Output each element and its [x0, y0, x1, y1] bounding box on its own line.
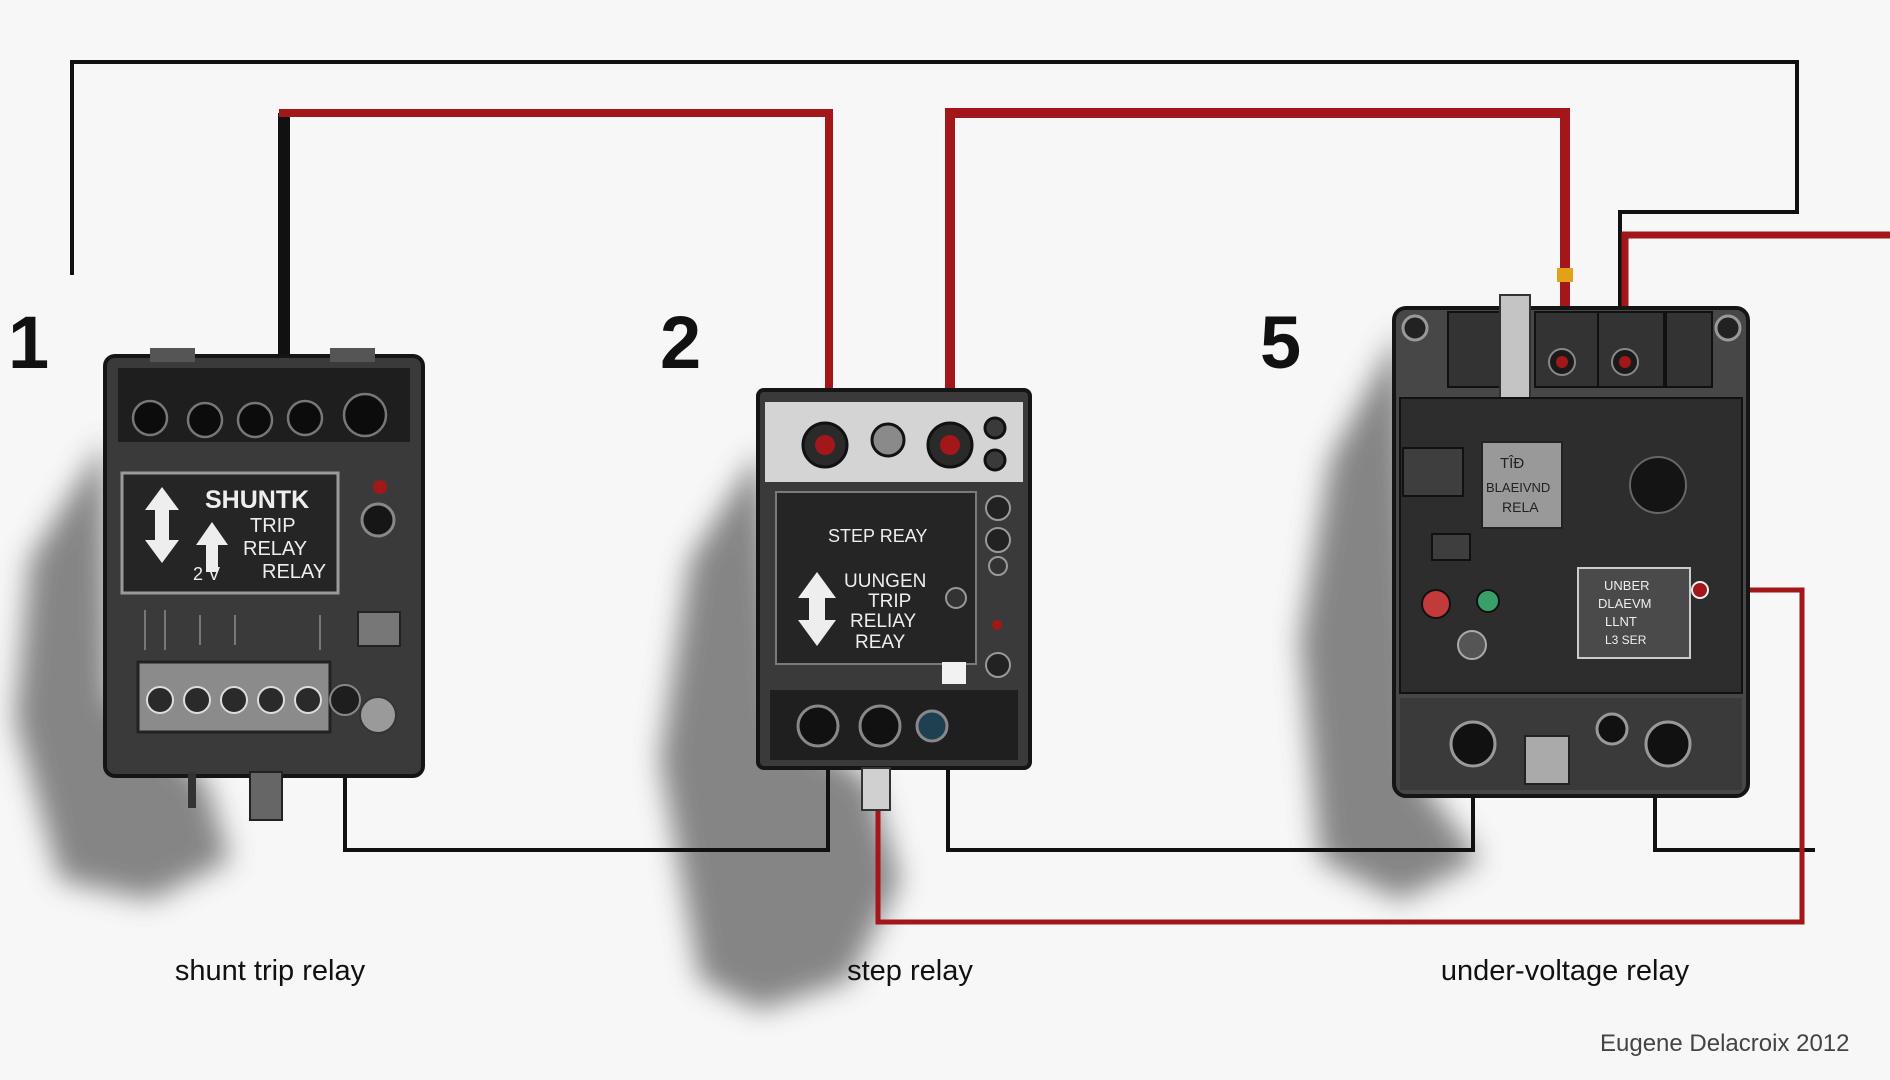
relay-2-indicator-window: [942, 662, 966, 684]
signature: Eugene Delacroix 2012: [1600, 1030, 1850, 1057]
caption-shunt-trip-relay: shunt trip relay: [174, 955, 366, 987]
relay-2-label-line2: TRIP: [868, 591, 911, 612]
terminal-screw: [257, 686, 285, 714]
relay-2-header: STEP REAY: [828, 526, 927, 546]
terminal-screw: [186, 401, 224, 439]
indicator-knob: [360, 502, 396, 538]
side-knob: [985, 527, 1011, 553]
relay-1-small-module: [357, 611, 401, 647]
mounting-hole: [1401, 314, 1429, 342]
label-number-5: 5: [1260, 301, 1302, 384]
side-knob: [945, 587, 967, 609]
terminal-screw: [146, 686, 174, 714]
terminal-screw: [858, 704, 902, 748]
red-button: [1421, 589, 1451, 619]
terminal-screw: [870, 422, 906, 458]
red-wire-2-3: [945, 108, 1570, 445]
relay-1-bottom-tab: [249, 771, 283, 821]
red-wires: [279, 108, 1890, 925]
terminal-screw: [286, 399, 324, 437]
double-arrow-icon: [145, 487, 179, 563]
relay-2-label-line3: RELIAY: [850, 611, 917, 632]
relay-3-box-line2: DLAEVM: [1598, 596, 1651, 611]
label-number-1: 1: [8, 301, 50, 384]
relay-3-component: [1402, 447, 1464, 497]
caption-step-relay: step relay: [847, 955, 973, 987]
relay-3-capacitor: [1629, 456, 1687, 514]
relay-1-label-small: 2 V: [193, 564, 220, 584]
terminal-screw: [131, 399, 169, 437]
relay-3-chip-line1: TÎÐ: [1500, 455, 1524, 472]
terminal-screw: [915, 709, 949, 743]
relay-1-device: SHUNTK TRIP RELAY RELAY 2 V: [103, 348, 425, 821]
terminal-screw: [236, 401, 274, 439]
relay-1-label-line1: SHUNTK: [205, 486, 309, 514]
yellow-wire-marker: [1557, 268, 1573, 282]
terminal-screw: [983, 416, 1007, 440]
relay-3-chip-line3: RELA: [1502, 499, 1539, 515]
red-terminal: [1691, 581, 1709, 599]
black-wire-top-loop: [70, 60, 1799, 365]
terminal-screw: [294, 686, 322, 714]
relay-1-label-line4: RELAY: [262, 561, 326, 583]
red-indicator: [373, 480, 387, 494]
terminal-screw: [183, 686, 211, 714]
relay-3-box-line4: L3 SER: [1605, 633, 1647, 647]
relay-1-bottom-pin: [188, 772, 196, 808]
red-wire-bottom-loop: [875, 587, 1805, 925]
terminal-screw: [1595, 712, 1629, 746]
green-button: [1476, 589, 1500, 613]
terminal-screw: [329, 684, 361, 716]
adjust-knob: [1457, 630, 1487, 660]
relay-1-label-line2: TRIP: [250, 515, 296, 537]
relay-2-bottom-tab: [861, 767, 891, 811]
relay-2-label-line1: UUNGEN: [844, 571, 926, 592]
up-arrow-icon: [196, 522, 228, 572]
red-indicator: [992, 620, 1002, 630]
label-number-2: 2: [660, 301, 702, 384]
relay-3-device: TÎÐ BLAEIVND RELA UNBER DLAEVM LLNT L3 S…: [1392, 294, 1750, 798]
relay-3-bottom-module: [1524, 735, 1570, 785]
side-knob: [985, 652, 1011, 678]
side-knob: [985, 495, 1011, 521]
terminal-screw: [1644, 720, 1692, 768]
relay-3-box-line3: LLNT: [1605, 614, 1637, 629]
relay-3-box-line1: UNBER: [1604, 578, 1650, 593]
relay-2-device: STEP REAY UUNGEN TRIP RELIAY REAY: [756, 388, 1032, 811]
terminal-screw: [796, 704, 840, 748]
double-arrow-icon: [798, 572, 836, 646]
relay-2-label-line4: REAY: [855, 632, 906, 653]
relay-3-setting-box: [1577, 567, 1691, 659]
mounting-hole: [1714, 314, 1742, 342]
relay-3-component: [1431, 533, 1471, 561]
terminal-screw: [359, 696, 397, 734]
red-wire-1-2: [279, 109, 833, 445]
side-knob: [988, 556, 1008, 576]
terminal-screw: [1449, 720, 1497, 768]
relay-3-chip-line2: BLAEIVND: [1486, 480, 1550, 495]
caption-under-voltage-relay: under-voltage relay: [1440, 955, 1690, 987]
terminal-screw: [342, 392, 388, 438]
relay-3-chip: [1481, 441, 1563, 529]
terminal-screw: [220, 686, 248, 714]
terminal-screw: [983, 448, 1007, 472]
relay-1-label-line3: RELAY: [243, 538, 307, 560]
relay-3-connector-block: [1665, 311, 1713, 388]
